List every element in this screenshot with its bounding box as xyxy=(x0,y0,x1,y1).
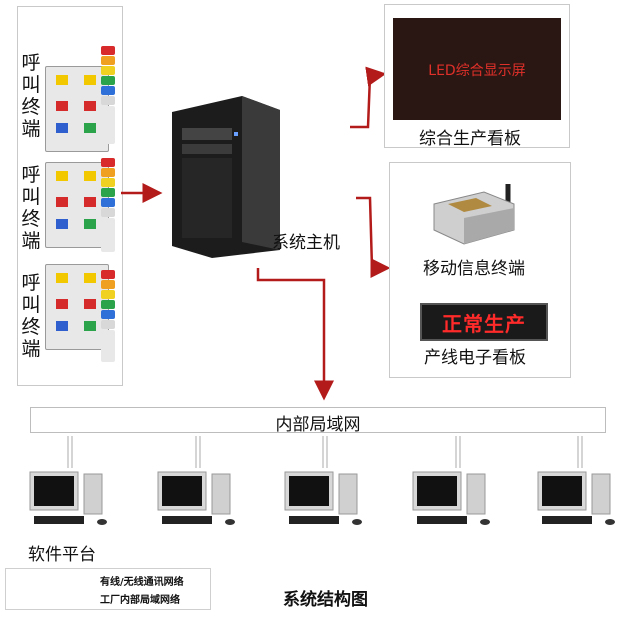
production-line-board: 正常生产 xyxy=(420,303,548,341)
production-board-text: 正常生产 xyxy=(442,312,526,336)
host-server-icon xyxy=(172,96,280,258)
internal-lan-bar: 内部局域网 xyxy=(30,407,606,435)
legend-label-comm: 有线/无线通讯网络 xyxy=(100,577,184,588)
mobile-terminal-caption: 移动信息终端 xyxy=(423,259,525,279)
led-board-caption: 综合生产看板 xyxy=(419,129,521,149)
call-box xyxy=(45,264,109,350)
terminal-label: 呼叫终端 xyxy=(21,164,41,252)
desktop-computer-icon xyxy=(412,471,490,525)
diagram-title: 系统结构图 xyxy=(283,590,368,610)
software-platform-label: 软件平台 xyxy=(28,545,96,565)
led-screen-text: LED综合显示屏 xyxy=(428,63,526,79)
call-box xyxy=(45,162,109,248)
signal-tower-light xyxy=(101,270,115,363)
call-box xyxy=(45,66,109,152)
terminal-label: 呼叫终端 xyxy=(21,272,41,360)
legend-label-lan: 工厂内部局域网络 xyxy=(100,595,180,606)
signal-tower-light xyxy=(101,46,115,145)
desktop-computer-icon xyxy=(157,471,235,525)
desktop-computer-icon xyxy=(537,471,615,525)
wireless-terminal-icon xyxy=(433,184,515,245)
host-label: 系统主机 xyxy=(272,233,340,253)
production-board-caption: 产线电子看板 xyxy=(424,348,526,368)
legend: 有线/无线通讯网络 工厂内部局域网络 xyxy=(5,568,211,610)
internal-lan-label: 内部局域网 xyxy=(275,415,361,435)
desktop-computer-icon xyxy=(284,471,362,525)
signal-tower-light xyxy=(101,158,115,253)
desktop-computer-icon xyxy=(29,471,107,525)
led-display-screen: LED综合显示屏 xyxy=(393,18,561,120)
terminal-label: 呼叫终端 xyxy=(21,52,41,140)
